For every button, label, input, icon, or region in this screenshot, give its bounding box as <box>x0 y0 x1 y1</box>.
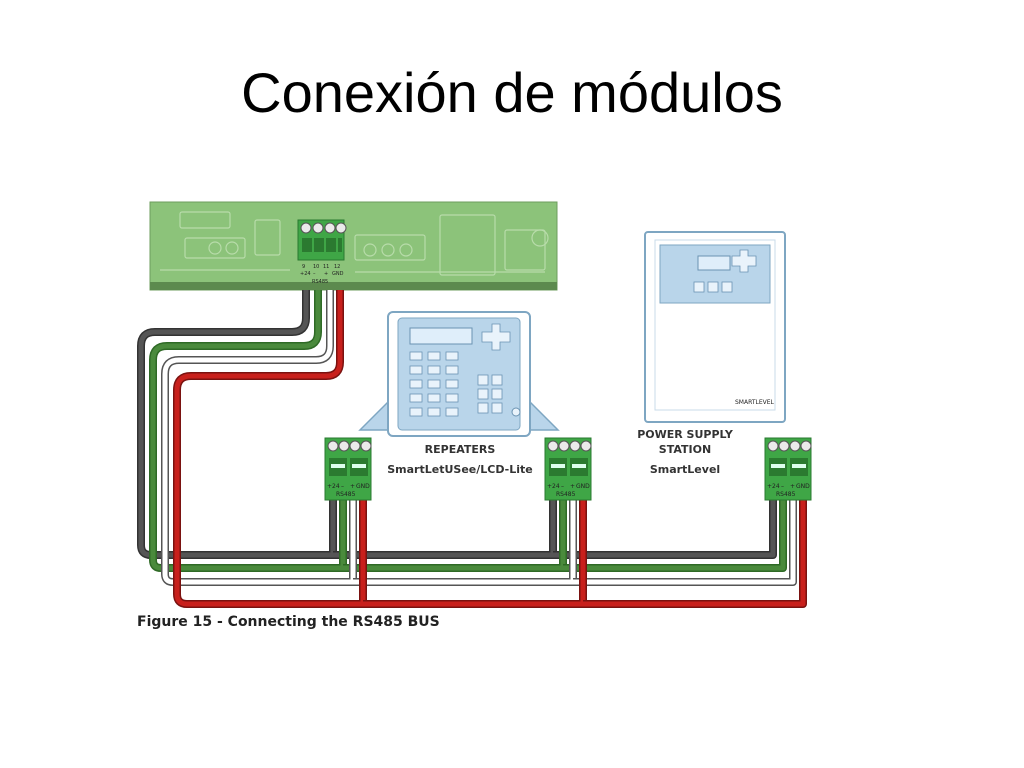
terminal-2-pin-3: + <box>570 483 575 490</box>
terminal-block-power-supply: +24 – + GND RS485 <box>764 437 812 501</box>
terminal-3-pin-1: +24 <box>767 483 780 490</box>
terminal-1-pin-4: GND <box>356 483 370 490</box>
terminal-1-pin-2: – <box>341 483 344 490</box>
power-supply-device: SMARTLEVEL <box>644 231 786 423</box>
terminal-3-bus-label: RS485 <box>776 491 796 498</box>
terminal-3-pin-3: + <box>790 483 795 490</box>
terminal-2-pin-4: GND <box>576 483 590 490</box>
terminal-3-pin-4: GND <box>796 483 810 490</box>
terminal-3-pin-2: – <box>781 483 784 490</box>
board-terminal-pin-2: – <box>313 271 316 277</box>
repeater-model: SmartLetUSee/LCD-Lite <box>387 463 533 476</box>
repeater-title: REPEATERS <box>425 443 496 456</box>
terminal-2-bus-label: RS485 <box>556 491 576 498</box>
board-terminal-pin-1: +24 <box>300 271 311 277</box>
power-supply-title-line2: STATION <box>659 443 711 456</box>
board-terminal-number-3: 11 <box>323 264 329 270</box>
slide-title: Conexión de módulos <box>241 61 783 124</box>
control-board: 9 10 11 12 +24 – + GND RS485 <box>149 201 558 291</box>
board-terminal-pin-3: + <box>324 271 328 277</box>
terminal-1-pin-1: +24 <box>327 483 340 490</box>
power-supply-title-line1: POWER SUPPLY <box>637 428 734 441</box>
board-terminal-pin-4: GND <box>332 271 344 277</box>
terminal-block-repeater-1: +24 – + GND RS485 <box>324 437 372 501</box>
wire-green <box>149 290 787 572</box>
wire-white <box>161 290 797 586</box>
board-terminal-block: 9 10 11 12 +24 – + GND RS485 <box>297 219 347 285</box>
terminal-2-pin-2: – <box>561 483 564 490</box>
board-terminal-number-4: 12 <box>334 264 340 270</box>
wire-red <box>173 290 807 608</box>
terminal-1-pin-3: + <box>350 483 355 490</box>
terminal-1-bus-label: RS485 <box>336 491 356 498</box>
board-bus-label: RS485 <box>312 279 328 285</box>
terminal-2-pin-1: +24 <box>547 483 560 490</box>
figure-caption: Figure 15 - Connecting the RS485 BUS <box>137 614 440 630</box>
rs485-bus-wires <box>137 290 807 608</box>
board-terminal-number-1: 9 <box>302 264 305 270</box>
power-supply-brand: SMARTLEVEL <box>735 399 775 406</box>
power-supply-model: SmartLevel <box>650 463 720 476</box>
wire-black <box>137 290 777 559</box>
repeater-device <box>358 311 560 437</box>
board-terminal-number-2: 10 <box>313 264 319 270</box>
terminal-block-repeater-2: +24 – + GND RS485 <box>544 437 592 501</box>
